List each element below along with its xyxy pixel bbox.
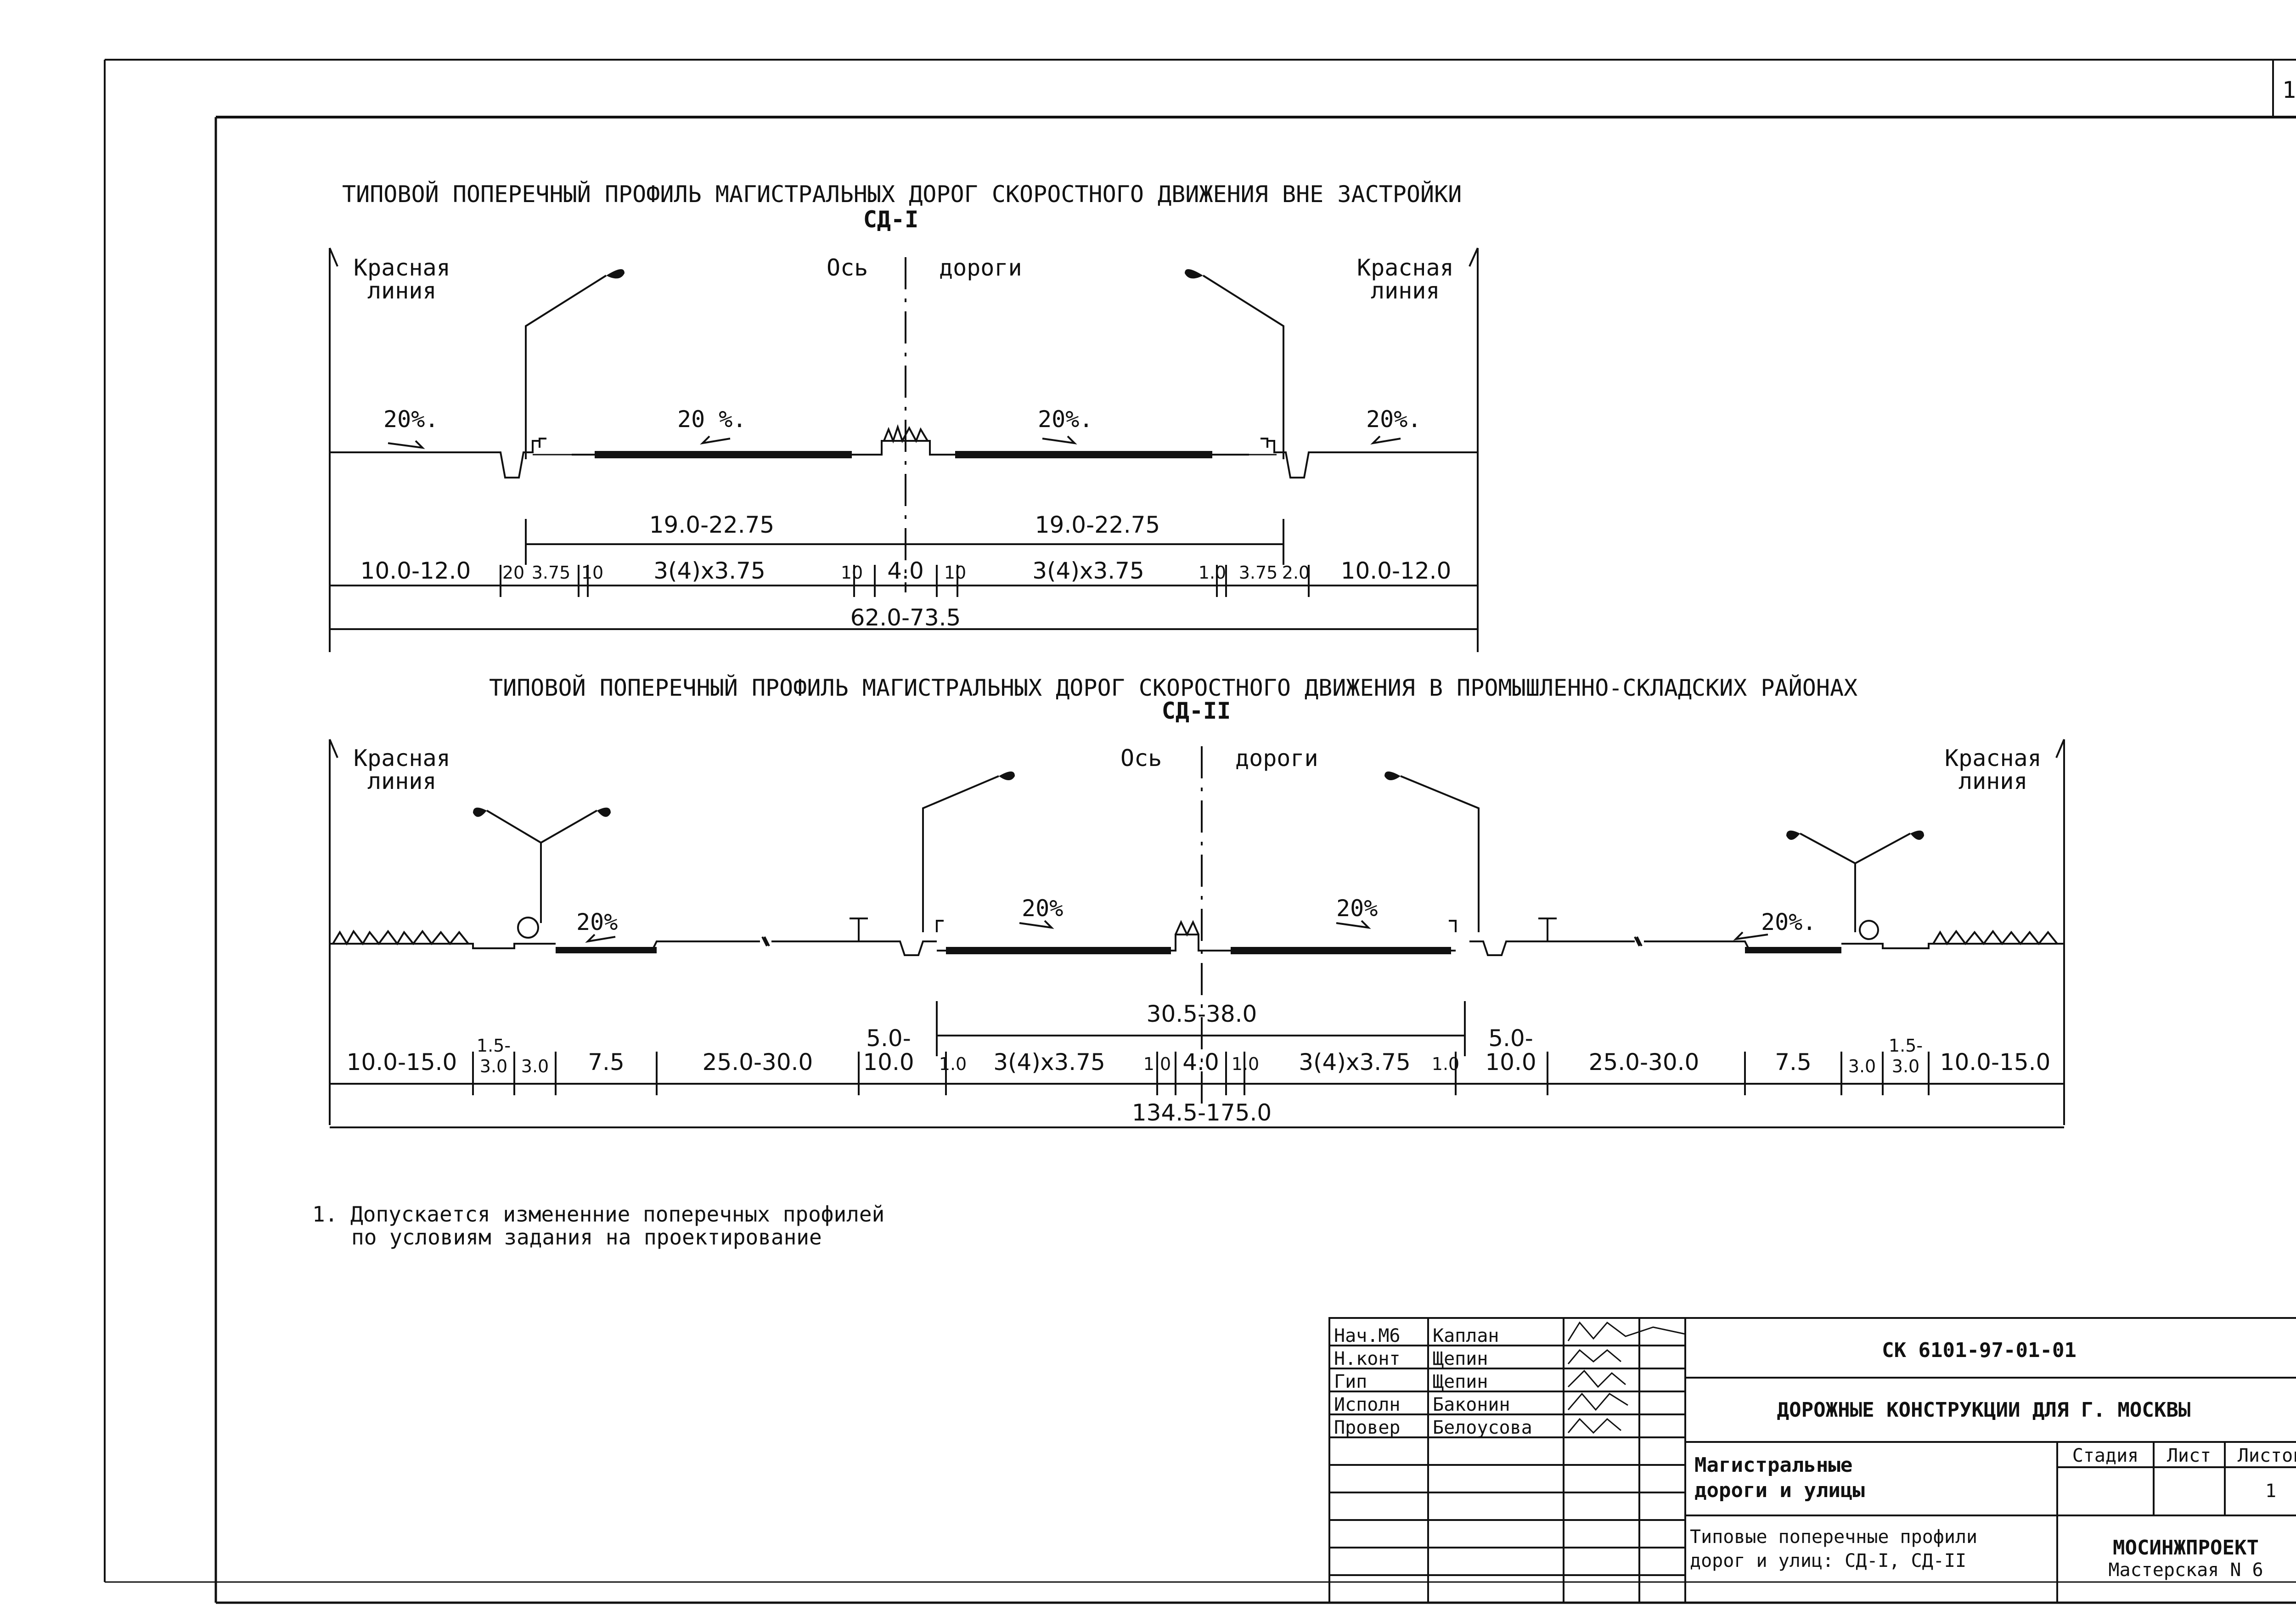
tb-stage-header: Стадия: [2072, 1445, 2139, 1466]
profile2-red-line-left-2: линия: [367, 768, 437, 794]
profile1-dim: 10.0-12.0: [1341, 557, 1452, 584]
profile2-dim: 1.5-: [477, 1036, 511, 1056]
tb-workshop: Мастерская N 6: [2108, 1560, 2263, 1581]
tb-sheets-header: Листов: [2238, 1445, 2296, 1466]
profile1-dim: 10: [841, 563, 863, 583]
profile-sd2: ТИПОВОЙ ПОПЕРЕЧНЫЙ ПРОФИЛЬ МАГИСТРАЛЬНЫХ…: [329, 674, 2065, 1128]
profile2-dim: 7.5: [1775, 1049, 1812, 1075]
profile1-dim: 4.0: [887, 557, 924, 584]
profile1-dim: 3(4)x3.75: [653, 557, 765, 584]
profile1-slope-3: 20%.: [1038, 406, 1093, 433]
profile1-dim: 10: [581, 563, 603, 583]
profile2-code: СД-II: [1162, 698, 1231, 724]
profile2-dim: 1.0: [1143, 1054, 1171, 1074]
profile2-dim: 25.0-30.0: [1589, 1049, 1699, 1075]
profile2-axis-right: дороги: [1235, 745, 1318, 771]
profile2-dim: 3.0: [1892, 1056, 1919, 1076]
profile1-dim: 3(4)x3.75: [1032, 557, 1144, 584]
profile1-slope-2: 20 %.: [677, 406, 747, 433]
profile2-dim: 3(4)x3.75: [993, 1049, 1105, 1075]
profile2-dim: 10.0-15.0: [347, 1049, 457, 1075]
profile2-red-line-left-1: Красная: [354, 745, 450, 771]
note-line-2: по условиям задания на проектирование: [351, 1225, 822, 1250]
profile2-dim: 10.0: [1485, 1049, 1536, 1075]
profile1-axis-left: Ось: [827, 254, 868, 281]
profile2-title: ТИПОВОЙ ПОПЕРЕЧНЫЙ ПРОФИЛЬ МАГИСТРАЛЬНЫХ…: [489, 674, 1857, 701]
profile1-slope-4: 20%.: [1366, 406, 1421, 433]
profile2-dim: 1.0: [1432, 1054, 1459, 1074]
profile1-carriageway-right: 19.0-22.75: [1035, 512, 1160, 538]
tb-section-1: Магистральные: [1694, 1453, 1852, 1477]
profile2-slope-2: 20%: [1022, 895, 1063, 922]
profile2-axis-left: Ось: [1120, 745, 1162, 771]
tb-project: ДОРОЖНЫЕ КОНСТРУКЦИИ ДЛЯ Г. МОСКВЫ: [1777, 1398, 2191, 1422]
profile1-axis-right: дороги: [939, 254, 1022, 281]
profile1-dim: 10: [944, 563, 966, 583]
tb-name: Щепин: [1433, 1348, 1488, 1369]
profile-sd1: ТИПОВОЙ ПОПЕРЕЧНЫЙ ПРОФИЛЬ МАГИСТРАЛЬНЫХ…: [329, 180, 1479, 652]
note-line-1: 1. Допускается измененние поперечных про…: [312, 1202, 884, 1227]
profile2-carriageway: 30.5-38.0: [1147, 1001, 1257, 1027]
profile2-dim: 7.5: [588, 1049, 625, 1075]
tb-org: МОСИНЖПРОЕКТ: [2113, 1536, 2259, 1560]
profile2-dim: 10.0: [863, 1049, 914, 1075]
tb-drawing-1: Типовые поперечные профили: [1690, 1526, 1977, 1548]
tb-doc-code: СК 6101-97-01-01: [1882, 1339, 2077, 1362]
tb-name: Белоусова: [1433, 1417, 1532, 1438]
profile1-total: 62.0-73.5: [850, 604, 961, 631]
page-number: 12: [2282, 77, 2296, 103]
profile2-dim: 1.5-: [1889, 1036, 1923, 1056]
profile1-carriageway-left: 19.0-22.75: [649, 512, 775, 538]
frame: [104, 59, 2296, 1604]
profile2-dim: 5.0-: [1488, 1025, 1533, 1052]
profile2-dim: 3.0: [521, 1056, 549, 1076]
profile2-total: 134.5-175.0: [1132, 1099, 1272, 1126]
profile1-red-line-right-2: линия: [1371, 277, 1440, 304]
tb-sheets-value: 1: [2265, 1481, 2276, 1502]
profile1-dim: 3.75: [1239, 563, 1278, 583]
profile1-red-line-left-2: линия: [367, 277, 437, 304]
profile2-dim: 3.0: [480, 1056, 507, 1076]
tb-role: Исполн: [1334, 1394, 1401, 1415]
profile2-slope-4: 20%.: [1761, 909, 1816, 935]
profile1-red-line-right-1: Красная: [1357, 254, 1454, 281]
tb-role: Провер: [1334, 1417, 1401, 1438]
profile1-dim: 1.0: [1199, 563, 1226, 583]
title-block: [1328, 1317, 2296, 1604]
tb-name: Баконин: [1433, 1394, 1510, 1415]
tb-role: Гип: [1334, 1371, 1367, 1392]
profile1-dim: 10.0-12.0: [360, 557, 471, 584]
profile2-dim: 1.0: [939, 1054, 967, 1074]
profile2-dim: 5.0-: [866, 1025, 911, 1052]
profile2-slope-1: 20%: [576, 909, 618, 935]
tb-name: Щепин: [1433, 1371, 1488, 1392]
profile2-red-line-right-2: линия: [1958, 768, 2028, 794]
profile2-dim: 3(4)x3.75: [1299, 1049, 1411, 1075]
profile1-dim: 20: [502, 563, 524, 583]
tb-name: Каплан: [1433, 1325, 1499, 1346]
profile2-dim: 3.0: [1848, 1056, 1876, 1076]
tb-section-2: дороги и улицы: [1694, 1479, 1865, 1502]
profile2-dim: 4.0: [1182, 1049, 1219, 1075]
tb-role: Нач.М6: [1334, 1325, 1401, 1346]
profile1-title: ТИПОВОЙ ПОПЕРЕЧНЫЙ ПРОФИЛЬ МАГИСТРАЛЬНЫХ…: [342, 180, 1462, 208]
profile1-dim: 3.75: [532, 563, 571, 583]
profile2-dim: 25.0-30.0: [703, 1049, 813, 1075]
tb-role: Н.конт: [1334, 1348, 1401, 1369]
tb-sheet-header: Лист: [2167, 1445, 2211, 1466]
profile1-dim: 2.0: [1282, 563, 1310, 583]
tb-drawing-2: дорог и улиц: СД-I, СД-II: [1690, 1550, 1966, 1571]
profile1-code: СД-I: [863, 206, 918, 233]
profile2-red-line-right-1: Красная: [1945, 745, 2042, 771]
profile1-slope-1: 20%.: [383, 406, 439, 433]
profile1-red-line-left-1: Красная: [354, 254, 450, 281]
profile2-dim: 1.0: [1232, 1054, 1259, 1074]
profile2-slope-3: 20%: [1336, 895, 1378, 922]
profile2-dim: 10.0-15.0: [1940, 1049, 2051, 1075]
